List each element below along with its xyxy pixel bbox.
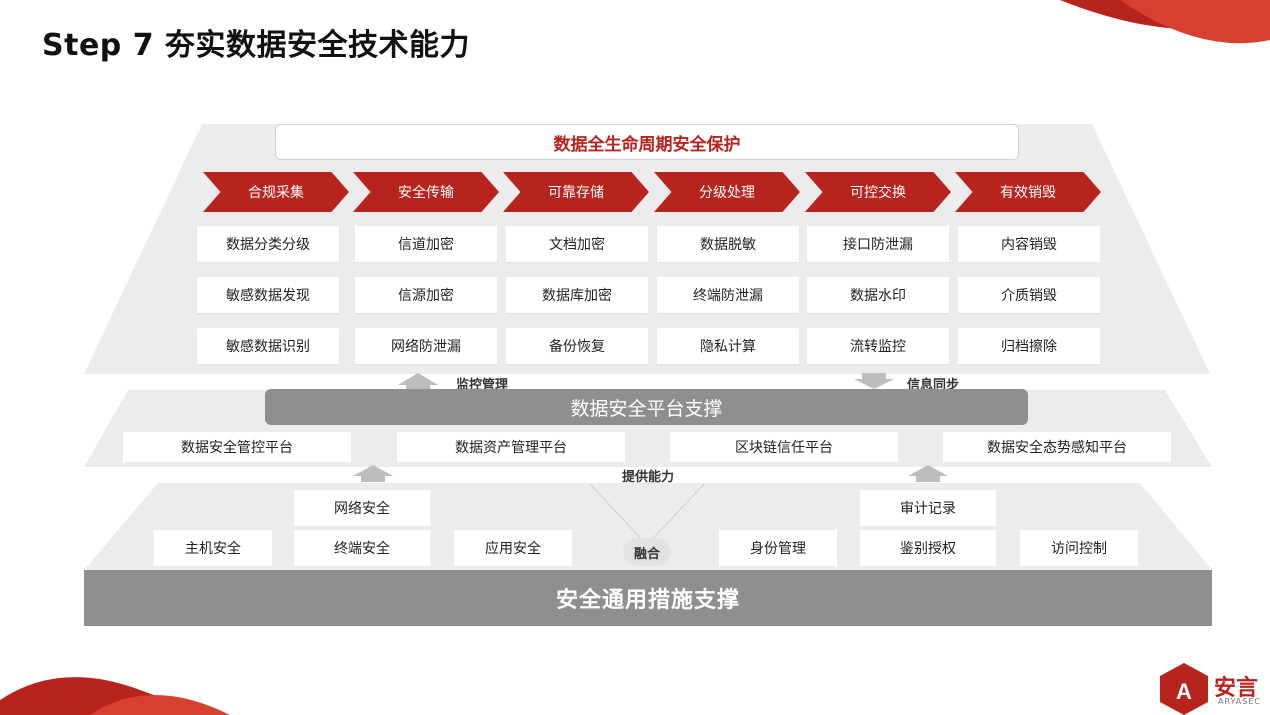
stage-item: 介质销毁 (958, 277, 1100, 313)
security-base-bar: 安全通用措施支撑 (84, 570, 1212, 626)
logo-subtext: ARYASEC (1218, 697, 1261, 706)
corner-decoration-bottom-accent (90, 695, 230, 715)
stage-item: 终端防泄漏 (657, 277, 799, 313)
stage-item: 接口防泄漏 (807, 226, 949, 262)
svg-text:A: A (1176, 679, 1192, 704)
platform-item: 区块链信任平台 (670, 432, 898, 462)
security-item-network: 网络安全 (294, 490, 430, 526)
page-title: Step 7 夯实数据安全技术能力 (42, 28, 471, 63)
stage-item: 内容销毁 (958, 226, 1100, 262)
security-item-host: 主机安全 (154, 530, 272, 566)
security-item-application: 应用安全 (454, 530, 572, 566)
aryasec-logo-icon: A (1160, 663, 1208, 715)
stage-item: 归档擦除 (958, 328, 1100, 364)
stage-item: 敏感数据识别 (197, 328, 339, 364)
stage-item: 备份恢复 (506, 328, 648, 364)
down-arrow-icon (854, 373, 894, 389)
stage-item: 信道加密 (355, 226, 497, 262)
stage-exchange: 可控交换 (805, 172, 951, 212)
stage-item: 数据分类分级 (197, 226, 339, 262)
up-arrow-icon (908, 465, 948, 482)
stage-process: 分级处理 (654, 172, 800, 212)
stage-storage: 可靠存储 (503, 172, 649, 212)
security-item-terminal: 终端安全 (294, 530, 430, 566)
security-item-authorization: 鉴别授权 (860, 530, 996, 566)
stage-item: 信源加密 (355, 277, 497, 313)
stage-item: 流转监控 (807, 328, 949, 364)
logo-text: 安言 (1214, 676, 1259, 701)
stage-item: 数据库加密 (506, 277, 648, 313)
fusion-badge: 融合 (623, 538, 671, 566)
stage-item: 隐私计算 (657, 328, 799, 364)
flow-label-provide: 提供能力 (622, 470, 675, 485)
fusion-line-right (646, 483, 705, 546)
security-item-audit: 审计记录 (860, 490, 996, 526)
security-item-access-control: 访问控制 (1020, 530, 1138, 566)
platform-item: 数据资产管理平台 (397, 432, 625, 462)
fusion-line-left (589, 483, 648, 546)
lifecycle-banner: 数据全生命周期安全保护 (275, 124, 1019, 160)
stage-collect: 合规采集 (203, 172, 349, 212)
platform-title-bar: 数据安全平台支撑 (265, 389, 1028, 425)
platform-item: 数据安全态势感知平台 (943, 432, 1171, 462)
platform-item: 数据安全管控平台 (123, 432, 351, 462)
stage-item: 数据脱敏 (657, 226, 799, 262)
stage-item: 网络防泄漏 (355, 328, 497, 364)
corner-decoration-top-accent (1120, 0, 1270, 44)
up-arrow-icon (398, 373, 438, 390)
stage-destroy: 有效销毁 (955, 172, 1101, 212)
stage-item: 敏感数据发现 (197, 277, 339, 313)
stage-item: 文档加密 (506, 226, 648, 262)
stage-transfer: 安全传输 (353, 172, 499, 212)
security-item-identity: 身份管理 (719, 530, 837, 566)
stage-item: 数据水印 (807, 277, 949, 313)
up-arrow-icon (353, 465, 393, 482)
